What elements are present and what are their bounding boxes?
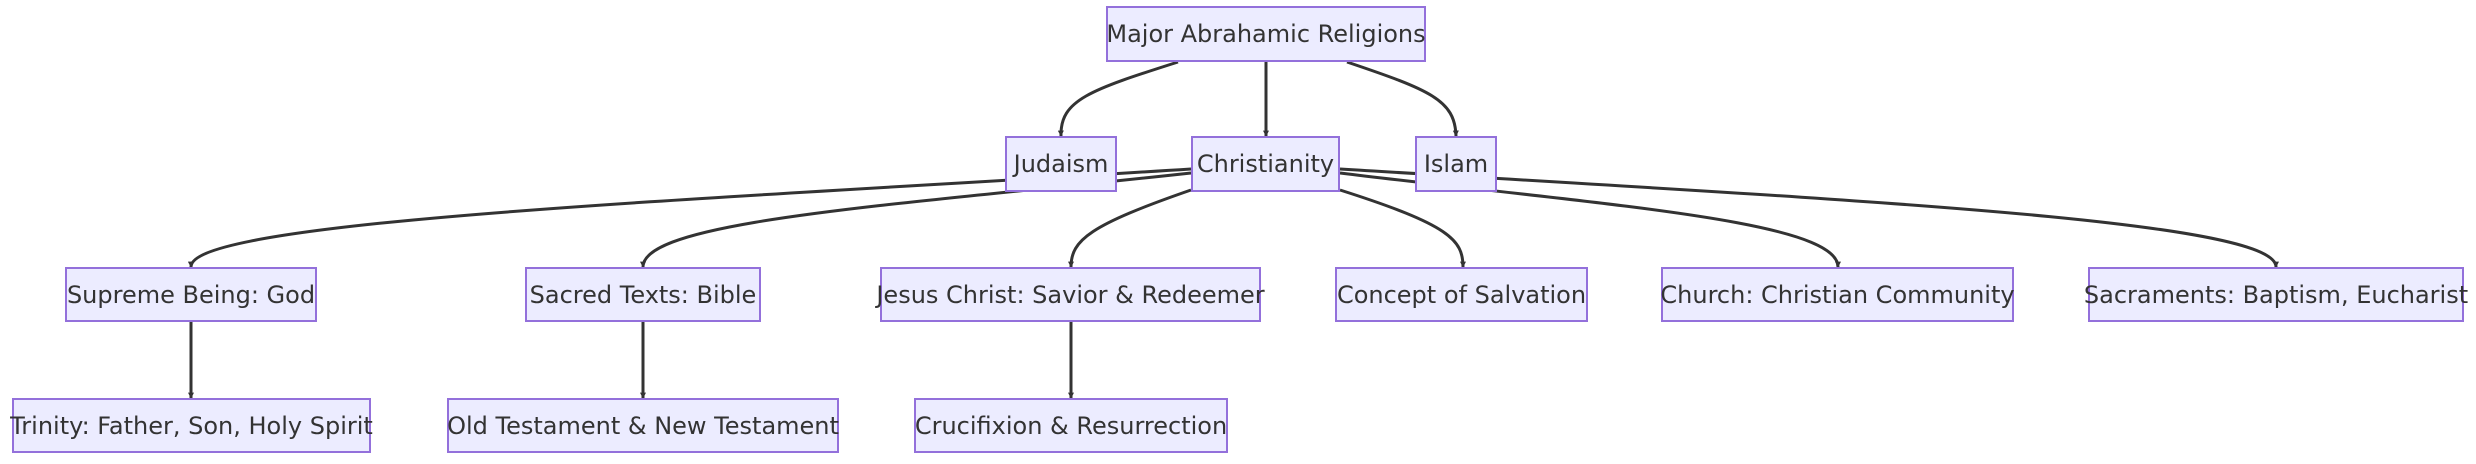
- node-sacred-texts: Sacred Texts: Bible: [525, 267, 761, 322]
- edge-christianity-to-sacraments: [1339, 167, 2279, 268]
- node-islam: Islam: [1415, 136, 1497, 192]
- node-supreme-being: Supreme Being: God: [65, 267, 317, 322]
- edge-root-to-islam: [1346, 60, 1459, 137]
- node-church: Church: Christian Community: [1660, 267, 2015, 322]
- edges-layer: [187, 60, 2279, 399]
- node-christianity: Christianity: [1191, 136, 1340, 192]
- node-concept-of-salvation: Concept of Salvation: [1335, 267, 1588, 322]
- edge-christianity-to-supreme-being: [187, 167, 1192, 268]
- edge-christianity-to-jesus: [1068, 188, 1192, 268]
- node-trinity: Trinity: Father, Son, Holy Spirit: [10, 398, 373, 453]
- node-judaism: Judaism: [1005, 136, 1117, 192]
- edge-root-to-judaism: [1057, 60, 1179, 137]
- node-sacraments: Sacraments: Baptism, Eucharist: [2084, 267, 2468, 322]
- node-crucifixion-resurrection: Crucifixion & Resurrection: [914, 398, 1228, 453]
- node-major-abrahamic-religions: Major Abrahamic Religions: [1106, 6, 1426, 62]
- node-jesus-christ: Jesus Christ: Savior & Redeemer: [876, 267, 1265, 322]
- node-old-new-testament: Old Testament & New Testament: [447, 398, 839, 453]
- edge-christianity-to-salvation: [1339, 188, 1466, 268]
